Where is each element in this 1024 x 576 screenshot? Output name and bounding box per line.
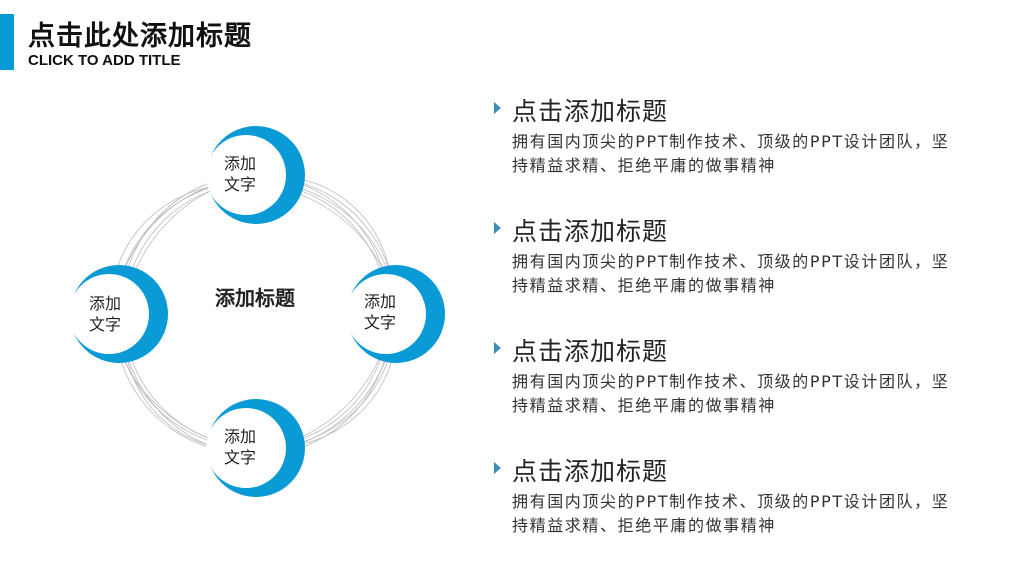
item-title[interactable]: 点击添加标题 bbox=[512, 457, 669, 486]
content-item: 点击添加标题 拥有国内顶尖的PPT制作技术、顶级的PPT设计团队，坚持精益求精、… bbox=[490, 92, 1010, 212]
content-item: 点击添加标题 拥有国内顶尖的PPT制作技术、顶级的PPT设计团队，坚持精益求精、… bbox=[490, 452, 1010, 572]
node-bottom-label[interactable]: 添加 文字 bbox=[210, 426, 270, 468]
node-right[interactable] bbox=[346, 265, 445, 363]
content-list: 点击添加标题 拥有国内顶尖的PPT制作技术、顶级的PPT设计团队，坚持精益求精、… bbox=[490, 92, 1010, 572]
item-title[interactable]: 点击添加标题 bbox=[512, 337, 669, 366]
node-label-line: 添加 bbox=[223, 427, 256, 446]
orbit-ring bbox=[123, 175, 393, 451]
node-top[interactable] bbox=[206, 126, 305, 224]
node-bottom-inner bbox=[206, 408, 286, 488]
node-left-label[interactable]: 添加 文字 bbox=[75, 293, 135, 335]
node-label-line: 文字 bbox=[223, 448, 256, 467]
node-right-inner bbox=[346, 274, 426, 354]
node-label-line: 文字 bbox=[223, 175, 256, 194]
node-bottom[interactable] bbox=[206, 399, 305, 497]
cycle-diagram: 添加标题 添加 文字 添加 文字 添加 文字 添加 文字 bbox=[40, 110, 470, 510]
cycle-diagram-graphic bbox=[69, 126, 445, 497]
bullet-arrow-icon bbox=[494, 462, 501, 474]
node-label-line: 添加 bbox=[88, 294, 121, 313]
node-right-label[interactable]: 添加 文字 bbox=[350, 291, 410, 333]
page-subtitle[interactable]: CLICK TO ADD TITLE bbox=[28, 52, 181, 69]
item-title[interactable]: 点击添加标题 bbox=[512, 97, 669, 126]
bullet-arrow-icon bbox=[494, 222, 501, 234]
node-label-line: 添加 bbox=[223, 154, 256, 173]
item-description[interactable]: 拥有国内顶尖的PPT制作技术、顶级的PPT设计团队，坚持精益求精、拒绝平庸的做事… bbox=[512, 492, 950, 535]
node-label-line: 文字 bbox=[88, 315, 121, 334]
node-label-line: 添加 bbox=[363, 292, 396, 311]
diagram-center-title[interactable]: 添加标题 bbox=[215, 286, 295, 310]
item-description[interactable]: 拥有国内顶尖的PPT制作技术、顶级的PPT设计团队，坚持精益求精、拒绝平庸的做事… bbox=[512, 372, 950, 415]
node-left-inner bbox=[69, 274, 149, 354]
node-top-label[interactable]: 添加 文字 bbox=[210, 153, 270, 195]
title-accent-bar bbox=[0, 14, 14, 70]
node-top-inner bbox=[206, 135, 286, 215]
node-left[interactable] bbox=[69, 265, 168, 363]
bullet-arrow-icon bbox=[494, 102, 501, 114]
content-item: 点击添加标题 拥有国内顶尖的PPT制作技术、顶级的PPT设计团队，坚持精益求精、… bbox=[490, 212, 1010, 332]
page-title[interactable]: 点击此处添加标题 bbox=[28, 21, 252, 52]
orbit-ring bbox=[114, 176, 396, 454]
item-description[interactable]: 拥有国内顶尖的PPT制作技术、顶级的PPT设计团队，坚持精益求精、拒绝平庸的做事… bbox=[512, 252, 950, 295]
item-description[interactable]: 拥有国内顶尖的PPT制作技术、顶级的PPT设计团队，坚持精益求精、拒绝平庸的做事… bbox=[512, 132, 950, 175]
bullet-arrow-icon bbox=[494, 342, 501, 354]
item-title[interactable]: 点击添加标题 bbox=[512, 217, 669, 246]
content-item: 点击添加标题 拥有国内顶尖的PPT制作技术、顶级的PPT设计团队，坚持精益求精、… bbox=[490, 332, 1010, 452]
node-label-line: 文字 bbox=[363, 313, 396, 332]
